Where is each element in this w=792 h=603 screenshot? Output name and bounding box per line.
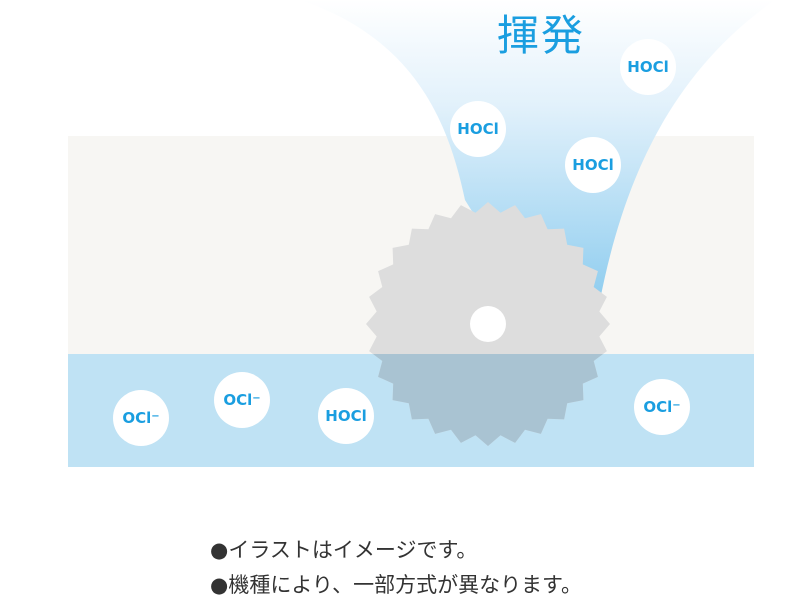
molecule-label: HOCl — [572, 156, 614, 174]
ocl-ion: OCl− — [634, 379, 690, 435]
molecule-label: OCl — [223, 391, 253, 409]
molecule-label: HOCl — [627, 58, 669, 76]
disk-hub — [470, 306, 506, 342]
evaporation-title: 揮発 — [497, 11, 586, 60]
footnote-illustration: ●イラストはイメージです。 — [210, 538, 478, 562]
hocl-molecule: HOCl — [450, 101, 506, 157]
molecule-label: OCl — [643, 398, 673, 416]
ocl-ion: OCl− — [214, 372, 270, 428]
ocl-ion: OCl− — [113, 390, 169, 446]
rotating-disk — [366, 202, 610, 446]
hocl-molecule: HOCl — [318, 388, 374, 444]
molecule-label: HOCl — [325, 407, 367, 425]
molecule-label: OCl — [122, 409, 152, 427]
hocl-molecule: HOCl — [620, 39, 676, 95]
footnotes: ●イラストはイメージです。 ●機種により、一部方式が異なります。 — [210, 533, 582, 603]
hocl-molecule: HOCl — [565, 137, 621, 193]
molecule-label: HOCl — [457, 120, 499, 138]
footnote-model-variation: ●機種により、一部方式が異なります。 — [210, 573, 582, 597]
